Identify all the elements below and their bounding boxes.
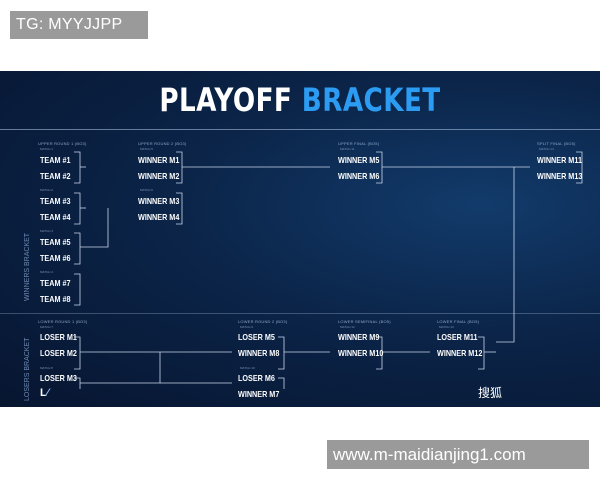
bracket-slot: WINNER M5	[338, 155, 380, 165]
bracket-slot: TEAM #5	[40, 237, 71, 247]
bracket-slot: TEAM #4	[40, 212, 71, 222]
bracket-slot: LOSER M6	[238, 373, 275, 383]
upper-separator	[0, 129, 600, 130]
bracket-slot: TEAM #3	[40, 196, 71, 206]
title-bracket: BRACKET	[301, 81, 441, 119]
title-playoff: PLAYOFF	[159, 81, 293, 119]
bracket-connector-lines	[74, 151, 583, 389]
bracket-slot: WINNER M13	[537, 171, 583, 181]
bracket-slot: LOSER M5	[238, 332, 275, 342]
bracket-slot: TEAM #2	[40, 171, 71, 181]
bracket-slot: WINNER M10	[338, 348, 384, 358]
watermark-top: TG: MYYJJPP	[10, 11, 148, 39]
bracket-poster: PLAYOFF BRACKET	[0, 71, 600, 407]
bracket-slot: WINNER M11	[537, 155, 582, 165]
match-label: MATCH 3	[40, 229, 53, 233]
bracket-slot: WINNER M4	[138, 212, 180, 222]
bracket-slot: WINNER M12	[437, 348, 483, 358]
match-label: MATCH 1	[40, 147, 53, 151]
round-label-split-final: SPLIT FINAL (BO5)	[537, 141, 576, 146]
match-label: MATCH 5	[140, 147, 153, 151]
bracket-slot: WINNER M3	[138, 196, 180, 206]
round-label-lower-semi: LOWER SEMIFINAL (BO5)	[338, 319, 391, 324]
match-label: MATCH 9	[240, 325, 253, 329]
winners-bracket-label: WINNERS BRACKET	[24, 232, 31, 301]
bracket-slot: TEAM #1	[40, 155, 71, 165]
bracket-slot: TEAM #8	[40, 294, 71, 304]
match-label: MATCH 7	[40, 325, 53, 329]
bracket-slot: LOSER M11	[437, 332, 478, 342]
round-label-lower2: LOWER ROUND 2 (BO3)	[238, 319, 288, 324]
bracket-slot: WINNER M8	[238, 348, 280, 358]
bracket-slot: TEAM #6	[40, 253, 71, 263]
round-label-lower1: LOWER ROUND 1 (BO3)	[38, 319, 88, 324]
sohu-watermark: 搜狐	[478, 386, 503, 400]
match-label: MATCH 8	[40, 366, 53, 370]
round-label-upper1: UPPER ROUND 1 (BO3)	[38, 141, 87, 146]
bracket-slot: WINNER M1	[138, 155, 180, 165]
lower-separator	[0, 313, 600, 314]
bracket-slot: TEAM #7	[40, 278, 71, 288]
match-label: MATCH 4	[40, 270, 53, 274]
round-label-upper-final: UPPER FINAL (BO5)	[338, 141, 380, 146]
bracket-slot: WINNER M2	[138, 171, 180, 181]
round-label-lower-final: LOWER FINAL (BO5)	[437, 319, 480, 324]
bracket-slot: LOSER M3	[40, 373, 77, 383]
bracket-slot: LOSER M2	[40, 348, 77, 358]
match-label: MATCH 6	[140, 188, 153, 192]
match-label: MATCH 14	[539, 147, 554, 151]
bracket-slot: LOSER M1	[40, 332, 77, 342]
team-logo-icon: L⁄	[40, 387, 49, 399]
losers-bracket-label: LOSERS BRACKET	[24, 337, 31, 401]
match-label: MATCH 12	[340, 325, 355, 329]
watermark-bottom: www.m-maidianjing1.com	[327, 440, 589, 469]
bracket-slot: WINNER M6	[338, 171, 380, 181]
match-label: MATCH 2	[40, 188, 53, 192]
match-label: MATCH 13	[439, 325, 454, 329]
match-label: MATCH 11	[340, 147, 355, 151]
page-title: PLAYOFF BRACKET	[54, 81, 546, 119]
round-label-upper2: UPPER ROUND 2 (BO3)	[138, 141, 187, 146]
bracket-slot: WINNER M7	[238, 389, 280, 399]
match-label: MATCH 10	[240, 366, 255, 370]
bracket-slot: WINNER M9	[338, 332, 380, 342]
